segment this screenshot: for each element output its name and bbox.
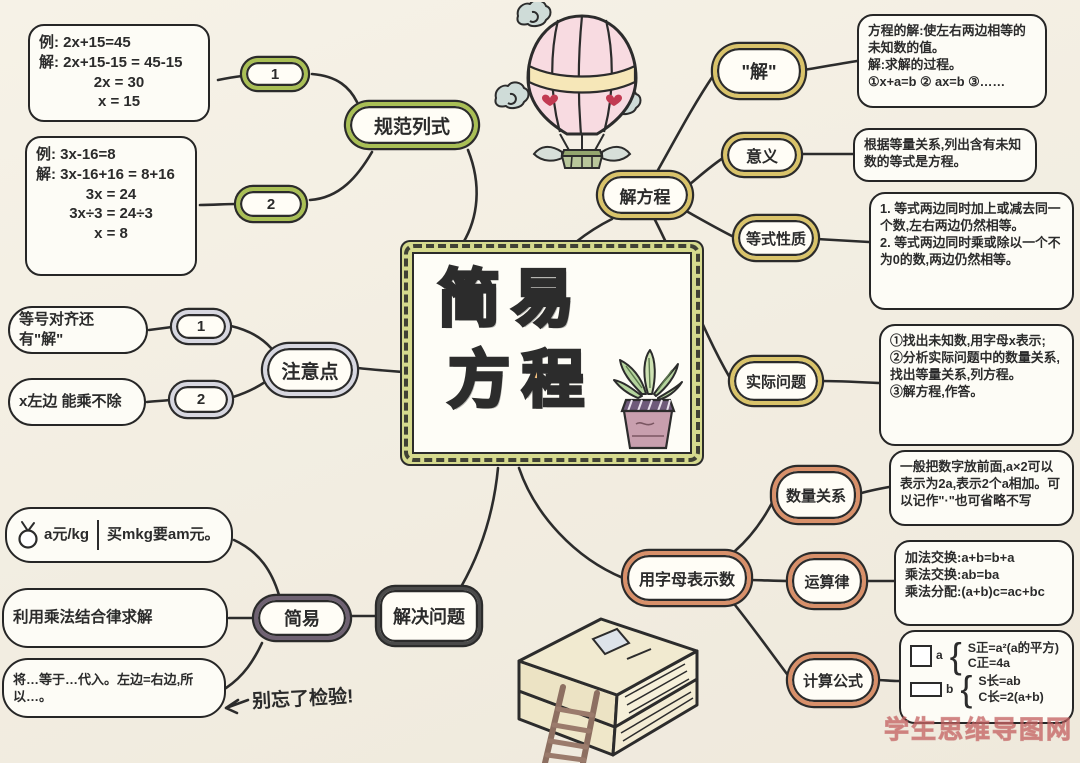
note-box-equal-sign: 等号对齐还有"解" (8, 306, 148, 354)
formula-line: C正=4a (967, 656, 1011, 671)
price-left-text: a元/kg (44, 526, 90, 544)
example-line: 3x÷3 = 24÷3 (69, 205, 153, 223)
formula-line: S长=ab (978, 674, 1021, 689)
node-jie: "解" (713, 44, 805, 98)
substitute-text: 将…等于…代入。左边=右边,所以…。 (13, 671, 194, 704)
shuliang-guanxi-box: 一般把数字放前面,a×2可以表示为2a,表示2个a相加。可以记作"·"也可省略不… (889, 450, 1074, 526)
example-line: 3x = 24 (85, 185, 137, 203)
def-line: ①x+a=b ② ax=b ③…… (868, 73, 1006, 89)
square-shape-icon (910, 645, 932, 668)
yunsuanlv-box: 加法交换:a+b=b+a 乘法交换:ab=ba 乘法分配:(a+b)c=ac+b… (894, 540, 1074, 626)
brace-glyph: { (949, 635, 962, 676)
node-jisuan-gongshi: 计算公式 (788, 654, 878, 706)
node-shuliang-guanxi: 数量关系 (772, 467, 860, 523)
node-guifan-lieshi: 规范列式 (346, 102, 478, 148)
example-line: 解: 2x+15-15 = 45-15 (39, 53, 183, 71)
vegetable-doodle-icon (18, 521, 38, 549)
property-line: 2. 等式两边同时乘或除以一个不为0的数,两边仍然相等。 (880, 234, 1061, 267)
note-text: 一般把数字放前面,a×2可以表示为2a,表示2个a相加。可以记作"·"也可省略不… (900, 459, 1060, 508)
node-zhuyidian: 注意点 (263, 344, 357, 396)
node-dengshi-xingzhi: 等式性质 (734, 216, 818, 260)
center-topic-frame: 简易 方程 (402, 242, 702, 464)
law-line: 乘法分配:(a+b)c=ac+bc (905, 584, 1045, 600)
shiji-wenti-box: ①找出未知数,用字母x表示; ②分析实际问题中的数量关系,找出等量关系,列方程。… (879, 324, 1074, 446)
price-right-text: 买mkg要am元。 (107, 526, 220, 544)
side-label: a (936, 648, 943, 663)
example-line: 例: 2x+15=45 (39, 34, 131, 51)
example-box-2: 例: 3x-16=8 解: 3x-16+16 = 8+16 3x = 24 3x… (25, 136, 197, 276)
law-line: 乘法交换:ab=ba (905, 567, 1000, 583)
badge-zhuyi-2: 2 (170, 382, 232, 417)
node-jiefangcheng: 解方程 (598, 172, 692, 218)
check-reminder-text: 别忘了检验! (251, 686, 354, 713)
side-label: b (946, 681, 954, 696)
potted-plant-illustration (613, 349, 683, 450)
note-text: 等号对齐还有"解" (19, 311, 95, 348)
example-line: 例: 3x-16=8 (36, 146, 116, 163)
example-box-1: 例: 2x+15=45 解: 2x+15-15 = 45-15 2x = 30 … (28, 24, 210, 122)
def-line: 方程的解:使左右两边相等的未知数的值。 (868, 23, 1026, 55)
node-zimu-biaoshishu: 用字母表示数 (623, 551, 751, 605)
example-line: x = 8 (94, 225, 128, 243)
note-text: x左边 能乘不除 (19, 393, 122, 411)
method-note-box: 利用乘法结合律求解 (2, 588, 228, 648)
node-jiejue-wenti: 解决问题 (377, 587, 481, 645)
node-jianyi: 简易 (254, 596, 350, 640)
center-title: 简易 方程 (436, 260, 597, 421)
badge-1: 1 (242, 58, 308, 90)
watermark-text: 学生思维导图网 (883, 716, 1074, 745)
formula-line: S正=a²(a的平方) (967, 640, 1059, 655)
title-line-1: 简易 (436, 263, 587, 335)
brace-glyph: { (960, 668, 973, 710)
yiyi-definition-box: 根据等量关系,列出含有未知数的等式是方程。 (853, 128, 1037, 182)
rectangle-shape-icon (910, 682, 942, 698)
step-line: ③解方程,作答。 (890, 383, 984, 399)
def-line: 解:求解的过程。 (868, 56, 962, 72)
books-ladder-illustration (517, 617, 699, 763)
rect-formula-row: b { S长=ab C长=2(a+b) (910, 668, 1063, 710)
step-line: ②分析实际问题中的数量关系,找出等量关系,列方程。 (890, 349, 1060, 382)
node-yiyi: 意义 (723, 134, 801, 176)
jie-definition-box: 方程的解:使左右两边相等的未知数的值。 解:求解的过程。 ①x+a=b ② ax… (857, 14, 1047, 108)
method-text: 利用乘法结合律求解 (13, 608, 153, 626)
badge-2: 2 (236, 187, 306, 221)
dengshi-xingzhi-box: 1. 等式两边同时加上或减去同一个数,左右两边仍然相等。 2. 等式两边同时乘或… (869, 192, 1074, 310)
note-box-x-left: x左边 能乘不除 (8, 378, 146, 426)
node-shiji-wenti: 实际问题 (730, 357, 822, 405)
badge-zhuyi-1: 1 (172, 310, 230, 343)
law-line: 加法交换:a+b=b+a (905, 550, 1015, 565)
hot-air-balloon-illustration (494, 2, 642, 169)
node-yunsuanlv: 运算律 (788, 554, 866, 608)
example-line: x = 15 (97, 93, 141, 111)
substitute-note-box: 将…等于…代入。左边=右边,所以…。 (2, 658, 226, 718)
square-formula-row: a { S正=a²(a的平方) C正=4a (910, 635, 1063, 676)
price-example-box: a元/kg 买mkg要am元。 (5, 507, 233, 563)
property-line: 1. 等式两边同时加上或减去同一个数,左右两边仍然相等。 (880, 201, 1061, 233)
formula-line: C长=2(a+b) (978, 689, 1044, 704)
step-line: ①找出未知数,用字母x表示; (890, 333, 1046, 348)
title-line-2: 方程 (446, 344, 597, 416)
example-line: 解: 3x-16+16 = 8+16 (36, 165, 175, 183)
example-line: 2x = 30 (93, 73, 145, 91)
def-text: 根据等量关系,列出含有未知数的等式是方程。 (864, 137, 1022, 169)
jisuan-gongshi-box: a { S正=a²(a的平方) C正=4a b { S长=ab C长=2(a+b… (899, 630, 1074, 724)
divider (97, 520, 100, 550)
